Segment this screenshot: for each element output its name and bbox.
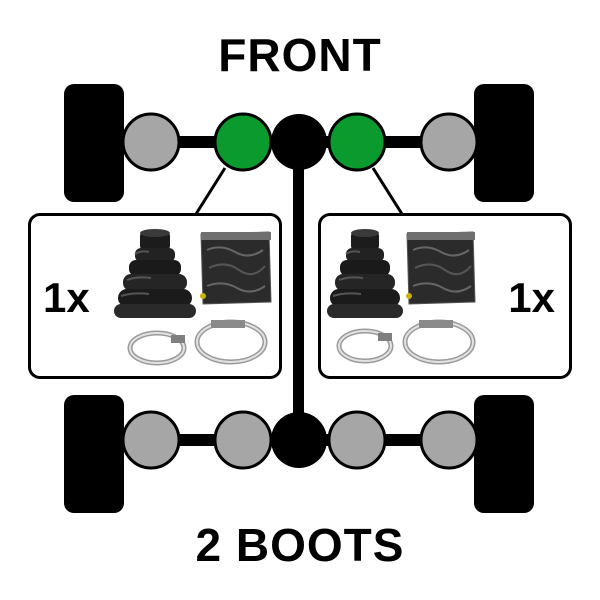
rear-inner-joint-left [213,410,273,470]
rear-outer-joint-right [419,410,479,470]
wheel-rear-right [474,395,534,513]
front-label: FRONT [218,29,382,81]
leader-line-right [371,167,404,215]
kit-contents [114,229,272,366]
driveshaft [293,140,304,442]
wheel-rear-left [64,395,124,513]
kit-quantity: 1x [43,274,90,321]
front-outer-joint-left [121,112,181,172]
grease-packet-icon [200,231,272,305]
front-outer-joint-right [419,112,479,172]
boot-count-label: 2 BOOTS [195,519,405,571]
front-inner-joint-left-highlighted [213,112,273,172]
boot-kit-left: 1x [28,213,282,379]
rear-outer-joint-left [121,410,181,470]
cv-boot-icon [327,229,403,318]
wheel-front-right [474,84,534,202]
boot-clamp-large-icon [402,319,476,365]
front-differential [271,114,327,170]
grease-packet-icon [406,231,476,305]
kit-quantity: 1x [508,274,555,321]
front-inner-joint-right-highlighted [327,112,387,172]
boot-kit-right: 1x [318,213,572,379]
cv-boot-icon [114,229,196,318]
rear-differential [271,412,327,468]
wheel-front-left [64,84,124,202]
boot-clamp-small-icon [336,328,394,364]
boot-clamp-small-icon [127,330,187,366]
leader-line-left [194,167,227,215]
kit-contents [327,229,476,365]
rear-inner-joint-right [327,410,387,470]
boot-clamp-large-icon [194,319,268,365]
